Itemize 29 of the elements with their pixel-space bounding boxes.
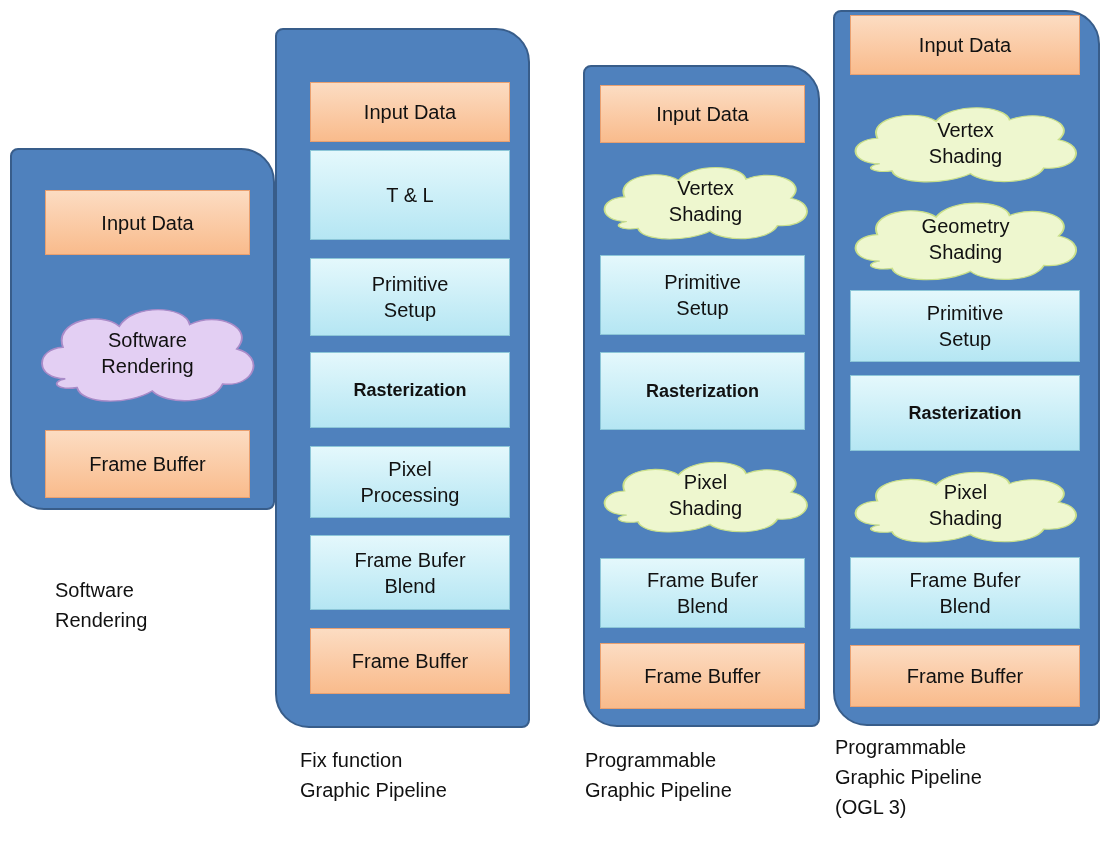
data-box: Input Data [600,85,805,143]
panel-caption: Programmable Graphic Pipeline (OGL 3) [835,735,983,820]
node-label: Vertex Shading [667,176,744,227]
panel-caption: Software Rendering [55,578,149,633]
process-box: T & L [310,150,510,240]
process-box: Rasterization [600,352,805,430]
node-label: Software Rendering [100,327,195,379]
node-label: Geometry Shading [920,214,1011,265]
process-box: Frame Bufer Blend [850,557,1080,629]
panel-caption: Fix function Graphic Pipeline [300,748,448,803]
process-box: Primitive Setup [600,255,805,335]
process-box: Rasterization [850,375,1080,451]
node-label: Vertex Shading [927,117,1004,169]
data-box: Input Data [850,15,1080,75]
data-box: Input Data [310,82,510,142]
node-label: Pixel Shading [667,470,744,521]
node-label: Pixel Shading [927,480,1004,531]
process-box: Frame Bufer Blend [600,558,805,628]
data-box: Frame Buffer [310,628,510,694]
data-box: Frame Buffer [45,430,250,498]
data-box: Input Data [45,190,250,255]
process-box: Primitive Setup [310,258,510,336]
panel-caption: Programmable Graphic Pipeline [585,748,733,803]
process-box: Primitive Setup [850,290,1080,362]
process-box: Pixel Processing [310,446,510,518]
process-box: Rasterization [310,352,510,428]
data-box: Frame Buffer [600,643,805,709]
data-box: Frame Buffer [850,645,1080,707]
process-box: Frame Bufer Blend [310,535,510,610]
